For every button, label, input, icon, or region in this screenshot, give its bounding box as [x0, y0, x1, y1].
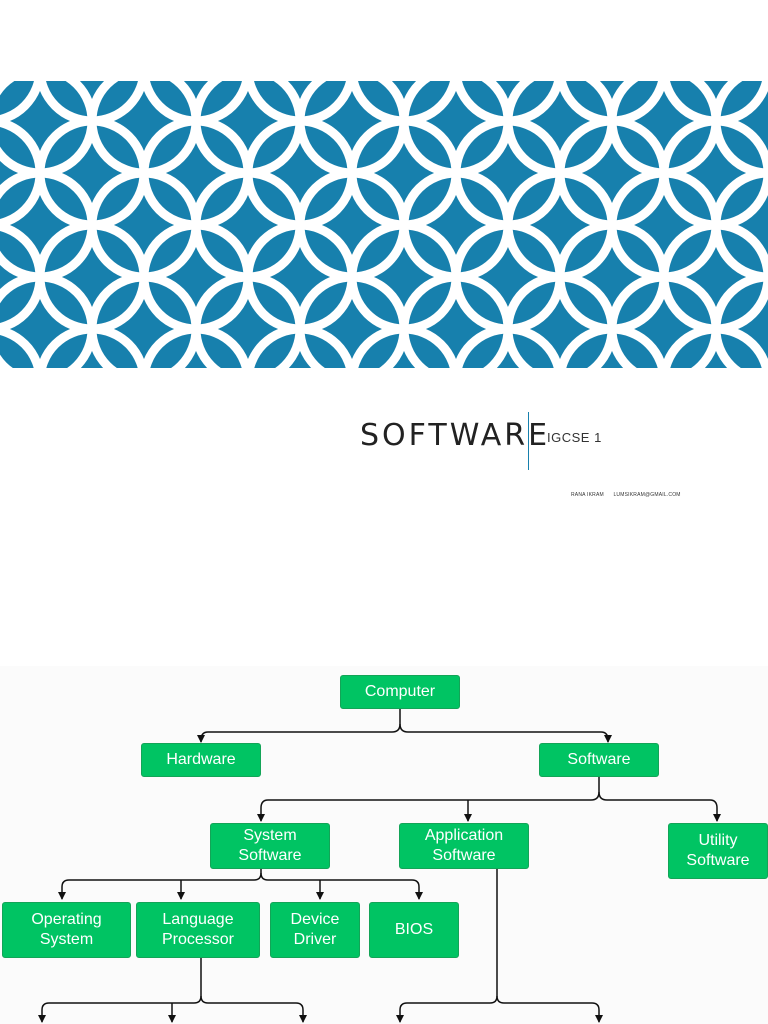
- author-line: RANA IKRAM LUMSIKRAM@GMAIL.COM: [571, 492, 681, 498]
- connector-lines: [38, 709, 721, 1023]
- pattern-ring: [453, 324, 563, 368]
- node-system-software: System Software: [210, 823, 330, 869]
- title-slide: SOFTWARE IGCSE 1 RANA IKRAM LUMSIKRAM@GM…: [0, 81, 768, 498]
- connector-language-right: [200, 995, 307, 1023]
- pattern-ring: [661, 324, 768, 368]
- software-hierarchy-slide: Computer Hardware Software System Softwa…: [0, 666, 768, 1024]
- author-email: LUMSIKRAM@GMAIL.COM: [613, 492, 681, 498]
- node-bios: BIOS: [369, 902, 459, 958]
- pattern-ring: [557, 324, 667, 368]
- slide-subtitle: IGCSE 1: [547, 430, 602, 445]
- node-operating-system: Operating System: [2, 902, 131, 958]
- node-software: Software: [539, 743, 659, 777]
- node-application-software: Application Software: [399, 823, 529, 869]
- node-language-processor: Language Processor: [136, 902, 260, 958]
- connector-computer-software: [399, 723, 612, 743]
- node-device-driver: Device Driver: [270, 902, 360, 958]
- connector-software-utility: [598, 791, 721, 822]
- pattern-ring: [245, 324, 355, 368]
- decorative-pattern-banner: [0, 81, 768, 368]
- pattern-ring: [0, 325, 43, 368]
- connector-language-processor: [38, 958, 202, 1023]
- node-utility-software: Utility Software: [668, 823, 768, 879]
- author-name: RANA IKRAM: [571, 492, 604, 498]
- connector-system-software: [58, 868, 262, 900]
- pattern-ring: [37, 324, 147, 368]
- node-hardware: Hardware: [141, 743, 261, 777]
- node-computer: Computer: [340, 675, 460, 709]
- connector-system-bios: [260, 872, 423, 900]
- title-divider: [528, 412, 529, 470]
- circle-lattice-pattern: [0, 81, 768, 368]
- connector-software: [257, 777, 600, 822]
- connector-computer: [197, 709, 401, 743]
- pattern-ring: [349, 324, 459, 368]
- pattern-ring: [141, 324, 251, 368]
- slide-title: SOFTWARE: [360, 418, 551, 453]
- connector-application-right: [496, 995, 603, 1023]
